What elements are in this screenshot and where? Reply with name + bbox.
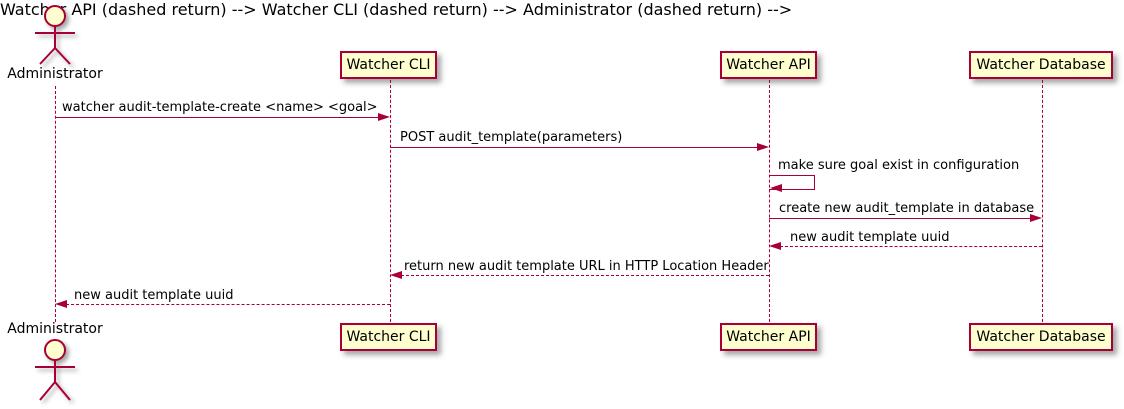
message-label-2: POST audit_template(parameters) [400,130,623,145]
lifeline-watcher-database [1042,80,1043,322]
participant-watcher-database-bottom: Watcher Database [969,323,1113,351]
actor-icon [35,5,75,65]
message-label-1: watcher audit-template-create <name> <go… [62,100,378,115]
message-label-3: make sure goal exist in configuration [778,158,1020,173]
arrowhead-right-icon [378,113,390,121]
self-message-loop [769,175,815,190]
message-label-4: create new audit_template in database [779,201,1035,216]
participant-watcher-api-bottom: Watcher API [720,323,817,351]
lifeline-watcher-cli [390,80,391,322]
participant-watcher-database-top: Watcher Database [969,51,1113,79]
actor-label-bottom: Administrator [7,321,103,337]
arrowhead-left-icon [770,184,782,192]
message-line-6 [401,275,769,276]
message-label-6: return new audit template URL in HTTP Lo… [404,259,769,274]
message-line-5 [780,246,1042,247]
participant-watcher-cli-bottom: Watcher CLI [340,323,437,351]
message-line-4 [769,218,1030,219]
message-line-7 [66,304,390,305]
participant-watcher-cli-top: Watcher CLI [340,51,437,79]
lifeline-administrator [55,86,56,322]
message-label-5: new audit template uuid [790,230,950,245]
message-line-1 [55,117,379,118]
participant-watcher-api-top: Watcher API [720,51,817,79]
actor-label-top: Administrator [7,66,103,82]
arrowhead-right-icon [1030,214,1042,222]
message-label-7: new audit template uuid [74,288,234,303]
actor-icon [35,339,75,401]
arrowhead-left-icon [390,271,402,279]
message-line-2 [390,147,757,148]
arrowhead-left-icon [769,242,781,250]
arrowhead-right-icon [757,143,769,151]
arrowhead-left-icon [55,300,67,308]
lifeline-watcher-api [769,80,770,322]
